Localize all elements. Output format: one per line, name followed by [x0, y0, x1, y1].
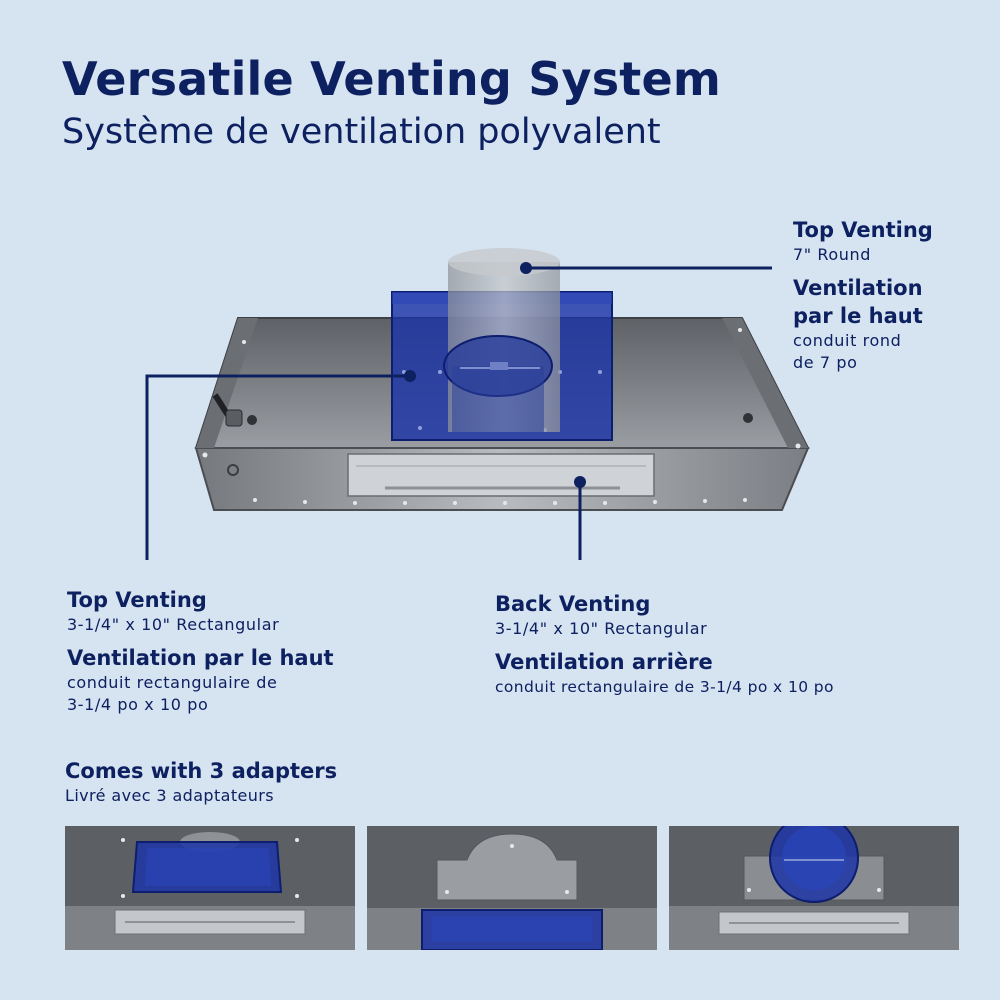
callout-top-rect-detail-fr-2: 3-1/4 po x 10 po	[67, 695, 209, 714]
callout-back-rect: Back Venting 3-1/4" x 10" Rectangular Ve…	[495, 590, 975, 698]
round-top-duct	[443, 248, 560, 432]
callout-back-rect-detail-en: 3-1/4" x 10" Rectangular	[495, 619, 708, 638]
callout-top-rect-heading-en: Top Venting	[67, 588, 207, 612]
adapter-thumbnail-rectangular-back	[367, 826, 657, 950]
page-title: Versatile Venting System	[62, 52, 722, 106]
callout-top-round-detail-fr-2: de 7 po	[793, 353, 858, 372]
adapters-section: Comes with 3 adapters Livré avec 3 adapt…	[65, 757, 485, 807]
callout-top-round-detail-en: 7" Round	[793, 245, 872, 264]
callout-back-rect-heading-en: Back Venting	[495, 592, 651, 616]
callout-top-round: Top Venting 7" Round Ventilation par le …	[793, 216, 993, 374]
callout-top-round-detail-fr-1: conduit rond	[793, 331, 902, 350]
callout-dot-back-rect	[574, 476, 586, 488]
leader-lines	[145, 266, 772, 560]
callout-top-round-heading-fr-2: par le haut	[793, 304, 923, 328]
callout-back-rect-heading-fr: Ventilation arrière	[495, 650, 713, 674]
adapters-heading-en: Comes with 3 adapters	[65, 759, 338, 783]
callout-top-rect-detail-fr-1: conduit rectangulaire de	[67, 673, 278, 692]
range-hood-insert-illustration	[145, 248, 810, 560]
callout-top-rect-detail-en: 3-1/4" x 10" Rectangular	[67, 615, 280, 634]
page-subtitle: Système de ventilation polyvalent	[62, 112, 661, 152]
callout-top-rect: Top Venting 3-1/4" x 10" Rectangular Ven…	[67, 586, 427, 716]
callout-top-round-heading-fr-1: Ventilation	[793, 276, 923, 300]
callout-top-rect-heading-fr: Ventilation par le haut	[67, 646, 334, 670]
callout-dot-top-round	[520, 262, 532, 274]
adapter-thumbnail-round-top	[669, 826, 959, 950]
adapter-thumbnail-rectangular-top	[65, 826, 355, 950]
callout-dot-top-rect	[404, 370, 416, 382]
callout-top-round-heading-en: Top Venting	[793, 218, 933, 242]
adapters-heading-fr: Livré avec 3 adaptateurs	[65, 786, 275, 805]
callout-back-rect-detail-fr: conduit rectangulaire de 3-1/4 po x 10 p…	[495, 678, 834, 696]
